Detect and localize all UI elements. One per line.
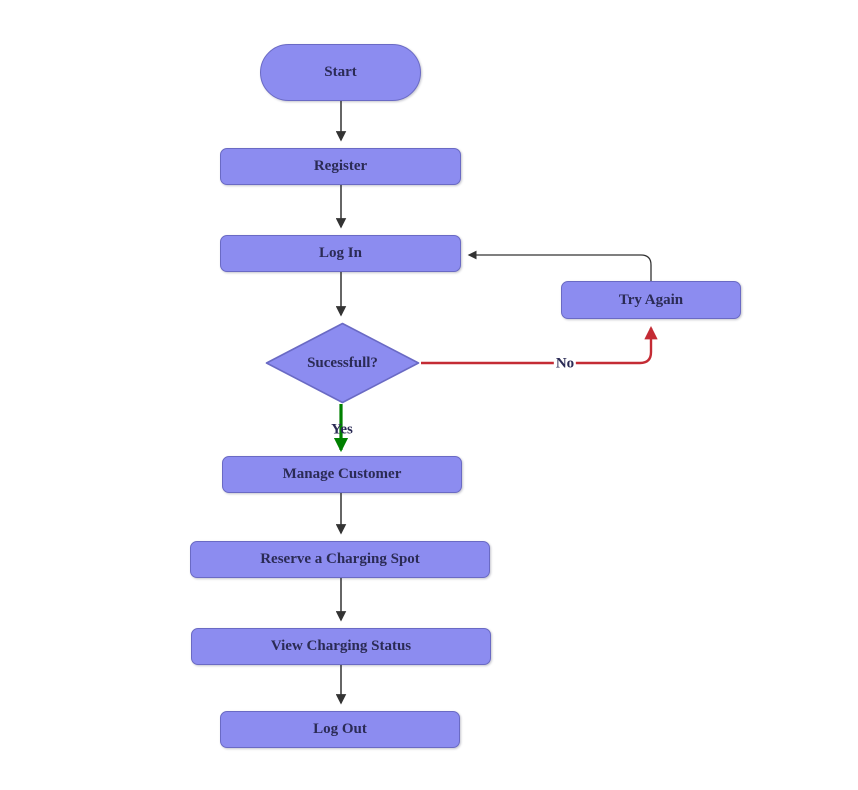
- node-manage-customer-label: Manage Customer: [282, 466, 402, 482]
- node-decision[interactable]: Sucessfull?: [265, 322, 420, 404]
- edge-label-no: No: [553, 355, 577, 372]
- node-log-out-label: Log Out: [313, 721, 367, 737]
- node-try-again[interactable]: Try Again: [561, 281, 741, 319]
- node-login-label: Log In: [319, 245, 362, 261]
- node-view-charging-status-label: View Charging Status: [270, 638, 412, 654]
- node-login[interactable]: Log In: [220, 235, 461, 272]
- node-reserve-charging-spot[interactable]: Reserve a Charging Spot: [190, 541, 490, 578]
- node-start[interactable]: Start: [260, 44, 421, 101]
- node-start-label: Start: [324, 64, 357, 80]
- node-view-charging-status[interactable]: View Charging Status: [191, 628, 491, 665]
- node-register[interactable]: Register: [220, 148, 461, 185]
- node-log-out[interactable]: Log Out: [220, 711, 460, 748]
- node-reserve-charging-spot-label: Reserve a Charging Spot: [260, 551, 420, 567]
- edge-label-yes: Yes: [331, 421, 353, 438]
- node-register-label: Register: [313, 158, 368, 174]
- diamond-shape: [265, 322, 420, 404]
- edge-decision-tryagain: [421, 325, 658, 365]
- node-try-again-label: Try Again: [618, 291, 684, 308]
- edge-tryagain-login: [467, 250, 652, 281]
- node-manage-customer[interactable]: Manage Customer: [222, 456, 462, 493]
